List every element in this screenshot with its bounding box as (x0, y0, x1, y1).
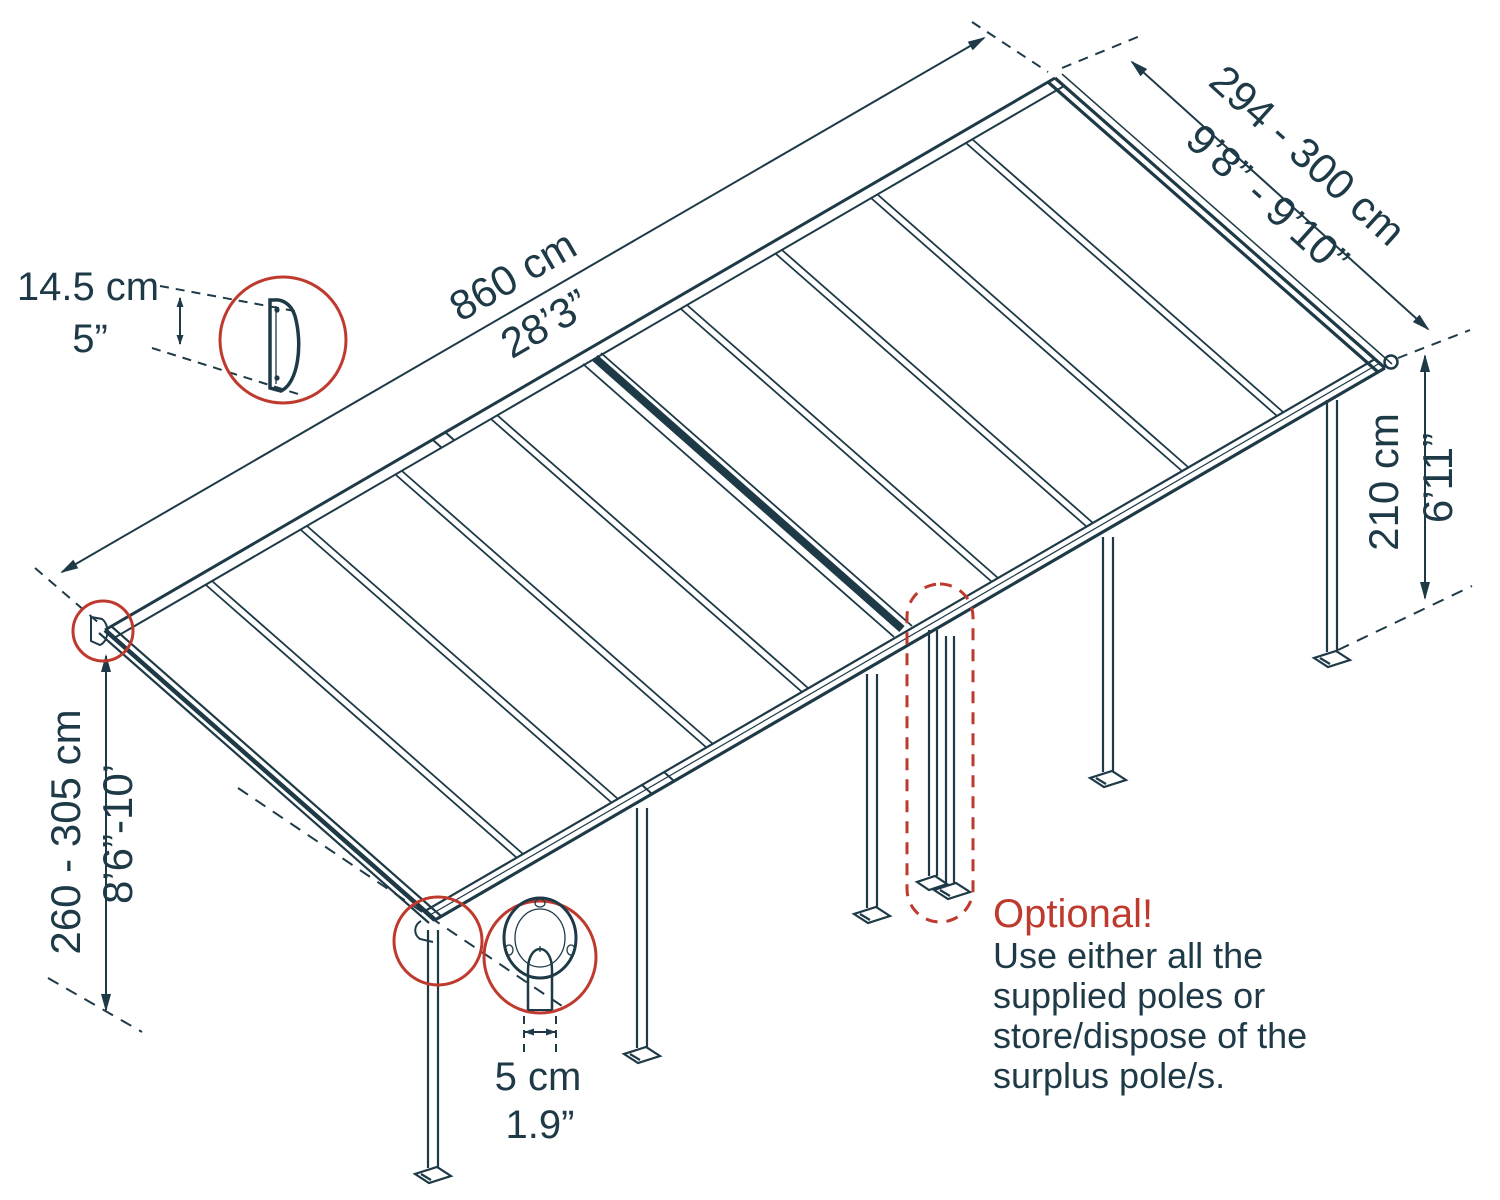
gutter-end-highlight-circle (71, 599, 135, 663)
corner-joint-highlight-circle (392, 895, 484, 987)
pole-diameter-imperial: 1.9” (506, 1103, 575, 1147)
optional-pole-dashed-box (905, 582, 975, 924)
roof-structure (90, 73, 1399, 943)
optional-note-line: store/dispose of the (993, 1015, 1307, 1056)
profile-detail-circle (218, 275, 348, 405)
pole-connector-drawing (502, 896, 578, 1011)
optional-note-line: surplus pole/s. (993, 1055, 1225, 1096)
roof-splice-profile (592, 355, 905, 632)
right-rafter (1046, 73, 1393, 374)
detail-callouts (71, 275, 975, 1015)
wall-height-metric: 260 - 305 cm (42, 709, 89, 954)
profile-height-imperial: 5” (72, 317, 108, 361)
pole (412, 930, 454, 1185)
pole (851, 674, 893, 925)
width-dimension-arrow (1130, 60, 1430, 331)
optional-note-line: Use either all the (993, 935, 1263, 976)
pole (1311, 400, 1353, 669)
gutter-beam (424, 354, 1399, 922)
pole (621, 808, 663, 1065)
front-height-imperial: 6’11” (1414, 433, 1461, 523)
pole-connector-detail-circle (482, 899, 598, 1015)
corner-joint (414, 920, 434, 943)
profile-height-metric: 14.5 cm (17, 265, 159, 309)
gutter-end-cap (1383, 354, 1399, 370)
gutter-sleeve (641, 771, 675, 795)
support-poles (412, 400, 1353, 1185)
pole-diameter-metric: 5 cm (495, 1055, 582, 1099)
wall-height-imperial: 8’6”-10’ (94, 764, 141, 904)
dimension-lines (34, 21, 1473, 1052)
optional-note-title: Optional! (993, 892, 1153, 936)
left-rafter (98, 625, 442, 924)
gutter-end-profile (90, 615, 109, 647)
optional-note: Optional! Use either all the supplied po… (993, 892, 1307, 1096)
optional-note-line: supplied poles or (993, 975, 1265, 1016)
roof-panel-dividers (205, 138, 1284, 859)
optional-pole-pair (914, 630, 973, 901)
gutter-profile-drawing (268, 298, 301, 393)
pole (1087, 537, 1129, 789)
length-dimension-arrow (60, 36, 986, 574)
wall-profile-beam (104, 76, 1065, 639)
front-height-metric: 210 cm (1360, 413, 1407, 551)
